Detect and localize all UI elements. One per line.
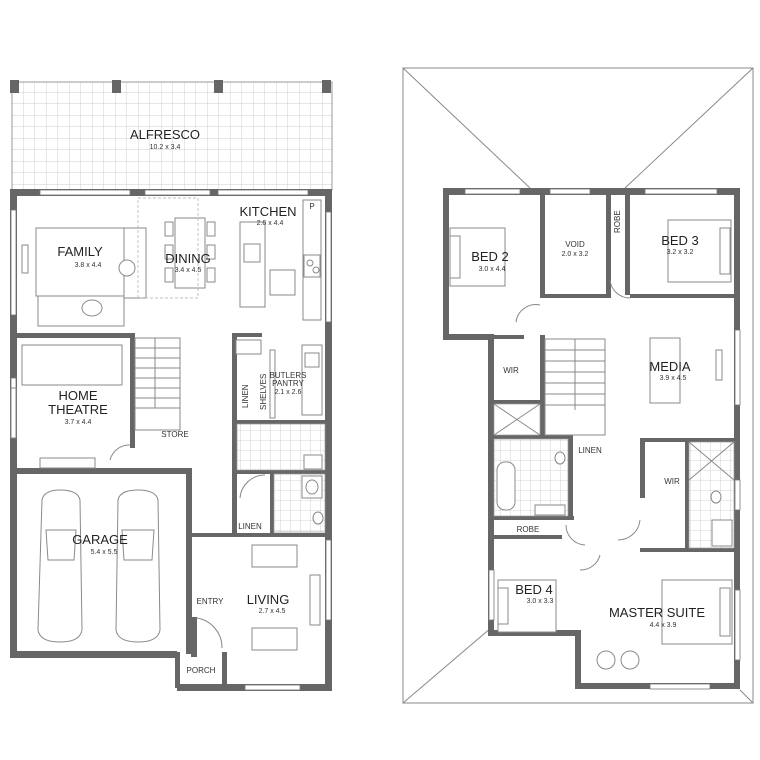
family-furniture (21, 227, 147, 327)
roof-outline (402, 67, 754, 704)
upper-beds (449, 219, 733, 670)
media-label: MEDIA (649, 359, 691, 374)
upper-bathrooms (493, 403, 735, 549)
dining-label: DINING (165, 251, 211, 266)
alfresco-size: 10.2 x 3.4 (150, 144, 181, 151)
porch-label: PORCH (187, 666, 216, 675)
family-size: 3.8 x 4.4 (75, 262, 102, 269)
upper-floor: BED 2 3.0 x 4.4 VOID 2.0 x 3.2 ROBE BED … (402, 67, 754, 704)
alfresco-area (10, 80, 333, 191)
bed3-label: BED 3 (661, 233, 699, 248)
robe-label: ROBE (517, 525, 540, 534)
alfresco-post (10, 80, 19, 93)
media-size: 3.9 x 4.5 (660, 375, 687, 382)
kitchen-label: KITCHEN (239, 204, 296, 219)
kitchen-size: 2.6 x 4.4 (257, 220, 284, 227)
bed4-label: BED 4 (515, 582, 553, 597)
laundry-bath (236, 423, 326, 533)
bed2-size: 3.0 x 4.4 (479, 266, 506, 273)
kitchen-fittings (235, 199, 323, 419)
ground-floor: ALFRESCO 10.2 x 3.4 FAMILY 3.8 x 4.4 DIN… (10, 80, 333, 691)
living-size: 2.7 x 4.5 (259, 608, 286, 615)
butlers-pantry-size: 2.1 x 2.6 (275, 389, 302, 396)
theatre-furniture (10, 344, 123, 469)
shelves-label: SHELVES (259, 374, 268, 410)
garage-label: GARAGE (72, 532, 128, 547)
ground-interior-walls (10, 333, 327, 688)
wir-right-label: WIR (664, 477, 680, 486)
media-furniture (649, 337, 723, 404)
bed2-label: BED 2 (471, 249, 509, 264)
home-theatre-label-1: HOME (59, 388, 98, 403)
void-label: VOID (565, 240, 585, 249)
butlers-pantry-label-1: BUTLERS (270, 371, 307, 380)
void-size: 2.0 x 3.2 (562, 251, 589, 258)
garage-cars (37, 489, 161, 643)
master-suite-label: MASTER SUITE (609, 605, 705, 620)
wir-left-label: WIR (503, 366, 519, 375)
dining-table (137, 197, 216, 299)
bed4-size: 3.0 x 3.3 (527, 598, 554, 605)
bed3-size: 3.2 x 3.2 (667, 249, 694, 256)
pantry-p-label: P (309, 202, 314, 211)
living-furniture (251, 544, 321, 651)
upper-doors (515, 279, 641, 571)
alfresco-post (322, 80, 331, 93)
entry-door (109, 444, 266, 649)
upper-stairs (544, 338, 606, 436)
alfresco-post (112, 80, 121, 93)
master-suite-size: 4.4 x 3.9 (650, 622, 677, 629)
ground-stairs (134, 337, 181, 431)
entry-label: ENTRY (197, 597, 225, 606)
linen-label: LINEN (578, 446, 602, 455)
home-theatre-size: 3.7 x 4.4 (65, 419, 92, 426)
garage-size: 5.4 x 5.5 (91, 549, 118, 556)
upper-interior-walls (494, 190, 736, 552)
living-label: LIVING (247, 592, 290, 607)
robe-vertical-label: ROBE (613, 210, 622, 233)
dining-size: 3.4 x 4.5 (175, 267, 202, 274)
family-label: FAMILY (57, 244, 103, 259)
store-label: STORE (161, 430, 188, 439)
upper-exterior-walls (443, 188, 741, 690)
linen-vertical-label: LINEN (241, 384, 250, 408)
alfresco-label: ALFRESCO (130, 127, 200, 142)
butlers-pantry-label-2: PANTRY (272, 379, 304, 388)
linen-small-label: LINEN (238, 522, 262, 531)
home-theatre-label-2: THEATRE (48, 402, 108, 417)
alfresco-post (214, 80, 223, 93)
